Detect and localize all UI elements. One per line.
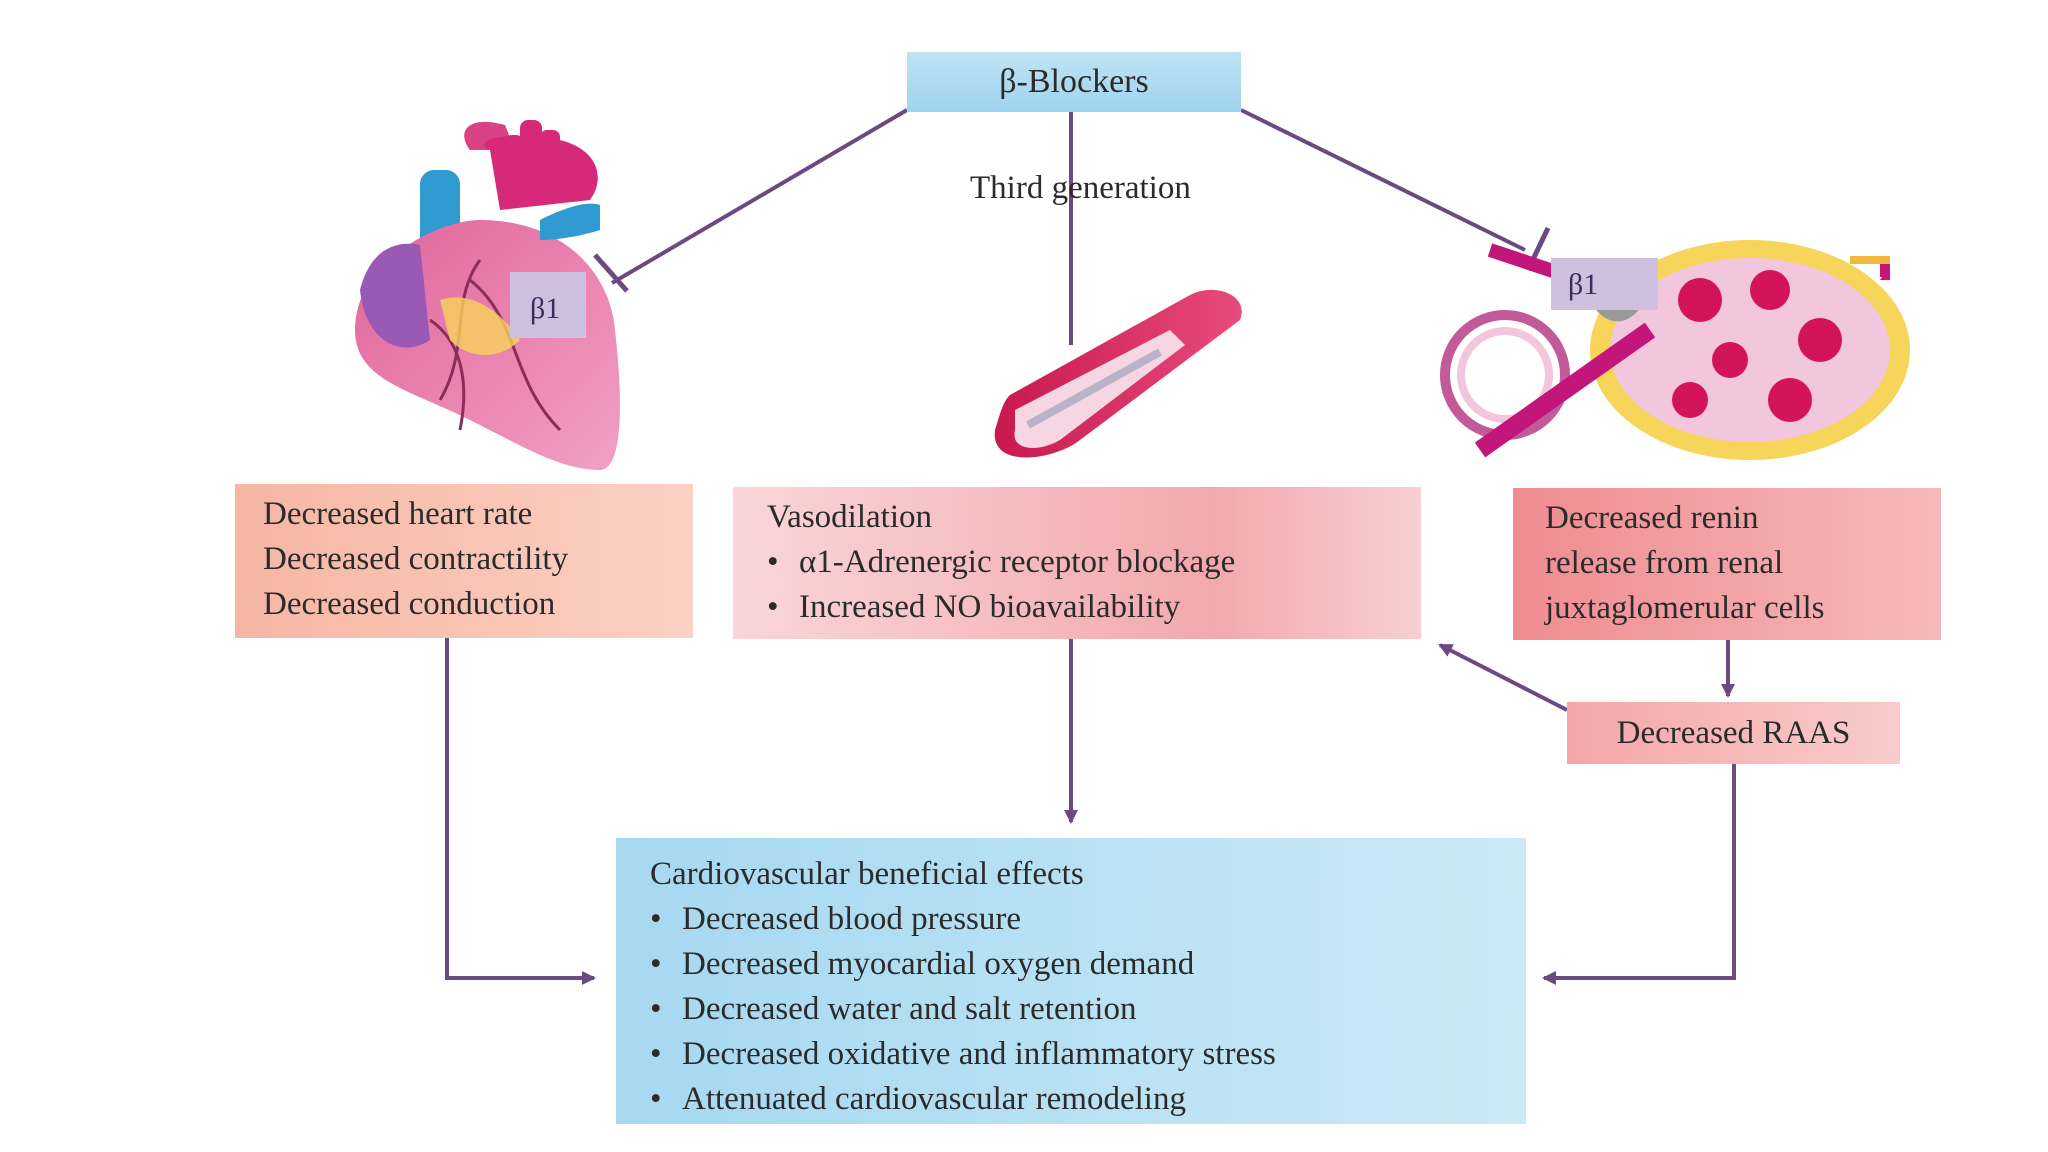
beta-blockers-label: β-Blockers xyxy=(999,63,1149,100)
raas-box: Decreased RAAS xyxy=(1567,702,1900,764)
bullet-marker: • xyxy=(650,946,662,982)
bullet-marker: • xyxy=(767,544,779,580)
raas-label: Decreased RAAS xyxy=(1616,714,1851,751)
inhibit-bar-heart xyxy=(593,253,629,293)
effects-bullet: • Decreased myocardial oxygen demand xyxy=(650,942,1526,987)
cardiovascular-effects-box: Cardiovascular beneficial effects • Decr… xyxy=(616,838,1526,1124)
arrow-heart-to-effects xyxy=(445,638,596,985)
heart-effect-line: Decreased heart rate xyxy=(263,496,533,532)
kidney-receptor-label: β1 xyxy=(1568,268,1598,301)
renin-line: release from renal xyxy=(1545,545,1784,581)
renin-line: Decreased renin xyxy=(1545,500,1759,536)
bullet-marker: • xyxy=(767,589,779,625)
vasodilation-bullet: • Increased NO bioavailability xyxy=(767,585,1421,630)
third-generation-label: Third generation xyxy=(970,170,1191,206)
bullet-marker: • xyxy=(650,1036,662,1072)
vessel-illustration xyxy=(994,289,1242,458)
vasodilation-title: Vasodilation xyxy=(767,499,932,535)
effects-bullet-text: Decreased water and salt retention xyxy=(682,991,1137,1027)
effects-bullet-text: Decreased oxidative and inflammatory str… xyxy=(682,1036,1276,1072)
effects-bullet-text: Decreased blood pressure xyxy=(682,901,1022,937)
vasodilation-bullet: • α1-Adrenergic receptor blockage xyxy=(767,540,1421,585)
renin-box: Decreased renin release from renal juxta… xyxy=(1513,488,1941,640)
heart-effect-line: Decreased conduction xyxy=(263,586,556,622)
vasodilation-bullet-text: Increased NO bioavailability xyxy=(799,589,1181,625)
effects-bullet: • Attenuated cardiovascular remodeling xyxy=(650,1077,1526,1122)
renin-line: juxtaglomerular cells xyxy=(1545,590,1825,626)
kidney-illustration: β1 xyxy=(1440,240,1910,460)
heart-effects-box: Decreased heart rate Decreased contracti… xyxy=(235,484,693,638)
inhibit-line-heart xyxy=(610,108,909,285)
heart-receptor-label: β1 xyxy=(530,292,560,325)
vasodilation-bullet-text: α1-Adrenergic receptor blockage xyxy=(799,544,1236,580)
bullet-marker: • xyxy=(650,901,662,937)
heart-effect-line: Decreased contractility xyxy=(263,541,569,577)
vasodilation-box: Vasodilation • α1-Adrenergic receptor bl… xyxy=(733,487,1421,639)
effects-bullet: • Decreased water and salt retention xyxy=(650,987,1526,1032)
effects-title: Cardiovascular beneficial effects xyxy=(650,856,1084,892)
effects-bullet-text: Attenuated cardiovascular remodeling xyxy=(682,1081,1186,1117)
inhibit-line-kidney xyxy=(1240,108,1526,252)
effects-bullet: • Decreased oxidative and inflammatory s… xyxy=(650,1032,1526,1077)
arrow-raas-to-vaso xyxy=(1438,643,1568,712)
bullet-marker: • xyxy=(650,991,662,1027)
effects-bullet-text: Decreased myocardial oxygen demand xyxy=(682,946,1195,982)
effects-bullet: • Decreased blood pressure xyxy=(650,897,1526,942)
bullet-marker: • xyxy=(650,1081,662,1117)
heart-illustration: β1 xyxy=(355,120,620,470)
arrow-raas-to-effects xyxy=(1542,764,1736,985)
beta-blockers-node: β-Blockers xyxy=(907,52,1241,112)
